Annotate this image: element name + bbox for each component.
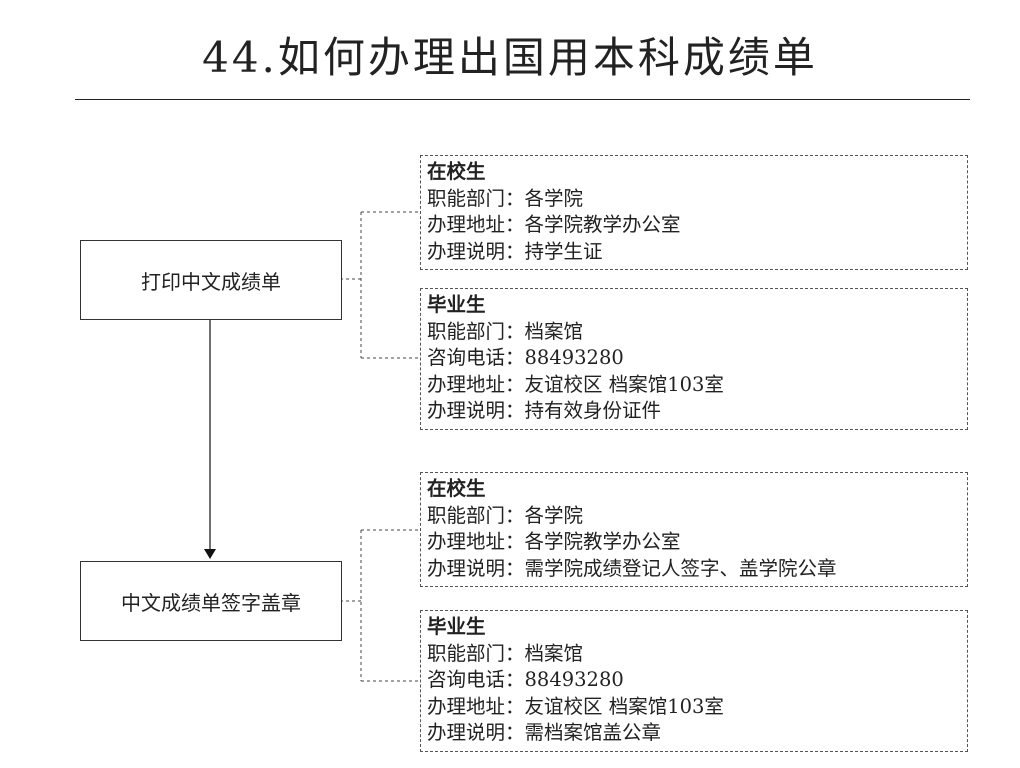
step-label: 打印中文成绩单 (141, 269, 281, 294)
card-row: 咨询电话：88493280 (427, 345, 961, 372)
card-row: 办理说明：需档案馆盖公章 (427, 720, 961, 747)
row-value: 各学院教学办公室 (524, 530, 681, 553)
row-value: 档案馆 (524, 319, 584, 343)
card-row: 办理地址：各学院教学办公室 (427, 212, 961, 239)
info-card-step2-graduates: 毕业生 职能部门：档案馆 咨询电话：88493280 办理地址：友谊校区 档案馆… (420, 610, 968, 752)
row-key: 办理说明： (427, 399, 525, 422)
card-row: 办理说明：持学生证 (427, 239, 961, 266)
row-key: 办理地址： (427, 694, 525, 718)
row-key: 职能部门： (427, 503, 525, 527)
card-row: 职能部门：档案馆 (427, 641, 961, 668)
card-row: 咨询电话：88493280 (427, 667, 961, 694)
row-key: 办理说明： (427, 556, 525, 580)
step-box-print-transcript: 打印中文成绩单 (80, 240, 342, 320)
row-value: 需学院成绩登记人签字、盖学院公章 (524, 556, 837, 580)
row-value: 档案馆 (524, 641, 584, 665)
row-key: 咨询电话： (427, 346, 525, 369)
row-key: 办理说明： (427, 239, 525, 263)
row-value: 持有效身份证件 (524, 399, 662, 422)
info-card-step2-current-students: 在校生 职能部门：各学院 办理地址：各学院教学办公室 办理说明：需学院成绩登记人… (420, 472, 968, 587)
info-card-step1-current-students: 在校生 职能部门：各学院 办理地址：各学院教学办公室 办理说明：持学生证 (420, 155, 968, 270)
row-value: 各学院 (524, 503, 584, 527)
step-box-sign-and-seal: 中文成绩单签字盖章 (80, 561, 342, 641)
row-value: 友谊校区 档案馆103室 (524, 372, 724, 396)
card-header: 毕业生 (427, 293, 486, 316)
card-row: 职能部门：档案馆 (427, 319, 961, 346)
card-row: 职能部门：各学院 (427, 503, 961, 530)
row-value: 88493280 (524, 346, 624, 369)
row-key: 职能部门： (427, 186, 525, 210)
page-title: 44.如何办理出国用本科成绩单 (202, 33, 818, 82)
row-value: 88493280 (524, 668, 624, 691)
title-divider (75, 99, 970, 100)
row-key: 咨询电话： (427, 668, 525, 691)
info-card-step1-graduates: 毕业生 职能部门：档案馆 咨询电话：88493280 办理地址：友谊校区 档案馆… (420, 288, 968, 430)
card-row: 办理说明：需学院成绩登记人签字、盖学院公章 (427, 556, 961, 583)
card-header: 在校生 (427, 160, 486, 183)
card-row: 办理地址：友谊校区 档案馆103室 (427, 694, 961, 721)
row-key: 办理地址： (427, 372, 525, 396)
row-key: 办理地址： (427, 213, 525, 236)
row-value: 友谊校区 档案馆103室 (524, 694, 724, 718)
card-header: 毕业生 (427, 615, 486, 638)
row-value: 持学生证 (524, 239, 603, 263)
step2-bracket (340, 529, 420, 682)
row-key: 职能部门： (427, 641, 525, 665)
step-label: 中文成绩单签字盖章 (121, 590, 301, 615)
row-value: 需档案馆盖公章 (524, 721, 662, 744)
row-key: 职能部门： (427, 319, 525, 343)
card-row: 办理地址：友谊校区 档案馆103室 (427, 372, 961, 399)
row-key: 办理地址： (427, 530, 525, 553)
card-row: 职能部门：各学院 (427, 186, 961, 213)
row-value: 各学院 (524, 186, 584, 210)
step1-bracket (340, 211, 420, 359)
row-value: 各学院教学办公室 (524, 213, 681, 236)
card-row: 办理说明：持有效身份证件 (427, 398, 961, 425)
row-key: 办理说明： (427, 721, 525, 744)
card-row: 办理地址：各学院教学办公室 (427, 529, 961, 556)
card-header: 在校生 (427, 477, 486, 500)
